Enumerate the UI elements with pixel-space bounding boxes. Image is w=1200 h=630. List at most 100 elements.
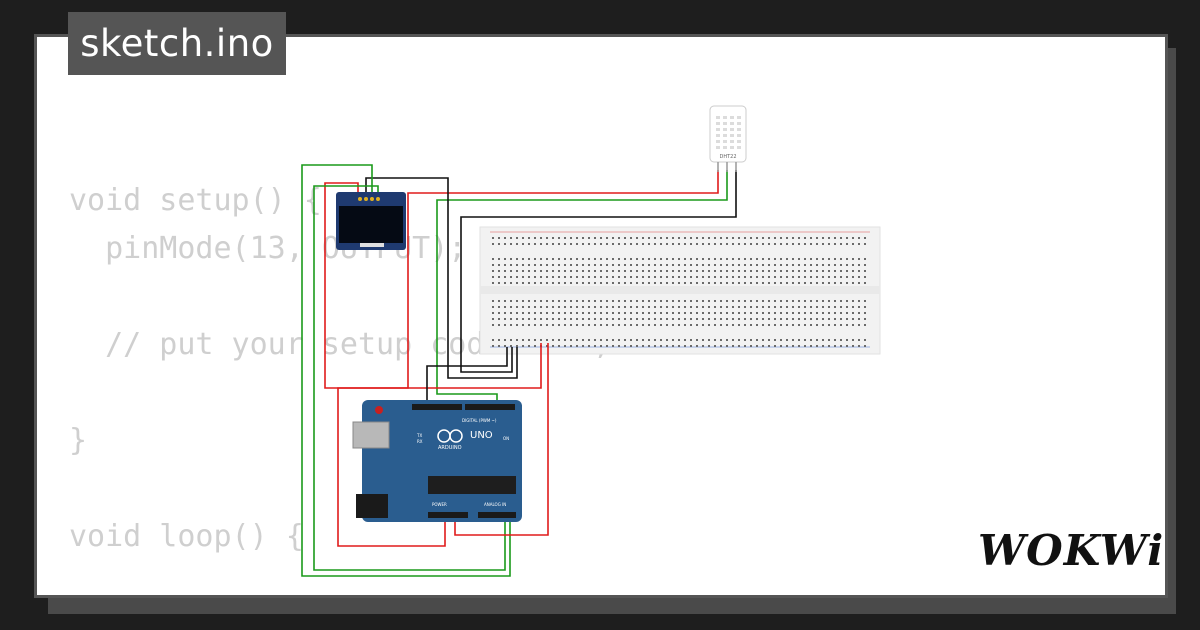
breadboard-hole bbox=[582, 300, 584, 302]
breadboard-hole bbox=[666, 345, 668, 347]
breadboard-hole bbox=[702, 318, 704, 320]
breadboard-hole bbox=[744, 276, 746, 278]
breadboard-hole bbox=[840, 270, 842, 272]
breadboard-hole bbox=[756, 345, 758, 347]
breadboard-hole bbox=[732, 300, 734, 302]
breadboard-hole bbox=[642, 264, 644, 266]
breadboard-hole bbox=[684, 339, 686, 341]
breadboard-hole bbox=[672, 282, 674, 284]
breadboard-hole bbox=[810, 306, 812, 308]
breadboard-hole bbox=[726, 306, 728, 308]
breadboard-hole bbox=[750, 237, 752, 239]
breadboard-hole bbox=[546, 312, 548, 314]
breadboard-hole bbox=[762, 345, 764, 347]
breadboard-hole bbox=[498, 339, 500, 341]
breadboard-hole bbox=[600, 258, 602, 260]
breadboard-hole bbox=[744, 318, 746, 320]
breadboard-hole bbox=[552, 318, 554, 320]
wokwi-logo: WOKWi bbox=[978, 526, 1165, 575]
breadboard-hole bbox=[762, 312, 764, 314]
breadboard-hole bbox=[780, 345, 782, 347]
breadboard-hole bbox=[534, 282, 536, 284]
breadboard-hole bbox=[858, 243, 860, 245]
breadboard-hole bbox=[666, 312, 668, 314]
breadboard-hole bbox=[540, 276, 542, 278]
breadboard-hole bbox=[834, 258, 836, 260]
breadboard-hole bbox=[498, 270, 500, 272]
breadboard-hole bbox=[846, 264, 848, 266]
breadboard-hole bbox=[792, 324, 794, 326]
breadboard-hole bbox=[564, 345, 566, 347]
breadboard-hole bbox=[666, 300, 668, 302]
breadboard-hole bbox=[558, 258, 560, 260]
breadboard-hole bbox=[780, 300, 782, 302]
breadboard-hole bbox=[738, 312, 740, 314]
breadboard-hole bbox=[648, 282, 650, 284]
breadboard-hole bbox=[558, 312, 560, 314]
breadboard-hole bbox=[666, 324, 668, 326]
breadboard-hole bbox=[528, 264, 530, 266]
breadboard-hole bbox=[594, 339, 596, 341]
breadboard-hole bbox=[642, 306, 644, 308]
breadboard-hole bbox=[618, 264, 620, 266]
breadboard-hole bbox=[690, 300, 692, 302]
breadboard-hole bbox=[510, 237, 512, 239]
breadboard-hole bbox=[762, 324, 764, 326]
breadboard-hole bbox=[582, 312, 584, 314]
breadboard-hole bbox=[720, 243, 722, 245]
breadboard-hole bbox=[690, 312, 692, 314]
breadboard-hole bbox=[738, 282, 740, 284]
breadboard-hole bbox=[702, 339, 704, 341]
breadboard-hole bbox=[690, 318, 692, 320]
breadboard-hole bbox=[714, 324, 716, 326]
breadboard-hole bbox=[846, 339, 848, 341]
breadboard-hole bbox=[606, 258, 608, 260]
breadboard-hole bbox=[708, 306, 710, 308]
breadboard-hole bbox=[546, 258, 548, 260]
breadboard-hole bbox=[534, 258, 536, 260]
wire-black bbox=[426, 347, 508, 405]
breadboard-hole bbox=[702, 300, 704, 302]
breadboard-hole bbox=[684, 258, 686, 260]
breadboard-hole bbox=[846, 300, 848, 302]
breadboard-hole bbox=[792, 300, 794, 302]
breadboard-hole bbox=[702, 258, 704, 260]
breadboard-hole bbox=[570, 339, 572, 341]
breadboard-hole bbox=[582, 282, 584, 284]
breadboard-hole bbox=[786, 237, 788, 239]
breadboard-hole bbox=[558, 300, 560, 302]
dht22-vent bbox=[723, 140, 727, 143]
breadboard-hole bbox=[756, 324, 758, 326]
breadboard-hole bbox=[516, 345, 518, 347]
breadboard-hole bbox=[606, 243, 608, 245]
breadboard-hole bbox=[696, 312, 698, 314]
breadboard-hole bbox=[792, 258, 794, 260]
header-digital: DIGITAL (PWM ~) bbox=[462, 418, 497, 423]
breadboard-hole bbox=[516, 243, 518, 245]
breadboard-hole bbox=[558, 237, 560, 239]
breadboard-hole bbox=[648, 270, 650, 272]
breadboard-hole bbox=[792, 270, 794, 272]
breadboard-hole bbox=[696, 270, 698, 272]
breadboard-hole bbox=[660, 339, 662, 341]
breadboard-hole bbox=[624, 312, 626, 314]
breadboard-hole bbox=[660, 276, 662, 278]
breadboard-hole bbox=[510, 264, 512, 266]
breadboard-hole bbox=[552, 282, 554, 284]
breadboard-hole bbox=[504, 306, 506, 308]
breadboard-hole bbox=[636, 306, 638, 308]
breadboard-hole bbox=[684, 306, 686, 308]
breadboard-hole bbox=[834, 243, 836, 245]
breadboard-hole bbox=[762, 318, 764, 320]
breadboard-hole bbox=[852, 270, 854, 272]
breadboard-hole bbox=[864, 282, 866, 284]
breadboard-hole bbox=[708, 237, 710, 239]
breadboard-hole bbox=[714, 318, 716, 320]
breadboard-hole bbox=[822, 237, 824, 239]
breadboard-hole bbox=[522, 243, 524, 245]
breadboard-hole bbox=[654, 300, 656, 302]
breadboard-hole bbox=[828, 258, 830, 260]
breadboard-hole bbox=[822, 282, 824, 284]
breadboard-hole bbox=[750, 276, 752, 278]
breadboard-hole bbox=[756, 237, 758, 239]
